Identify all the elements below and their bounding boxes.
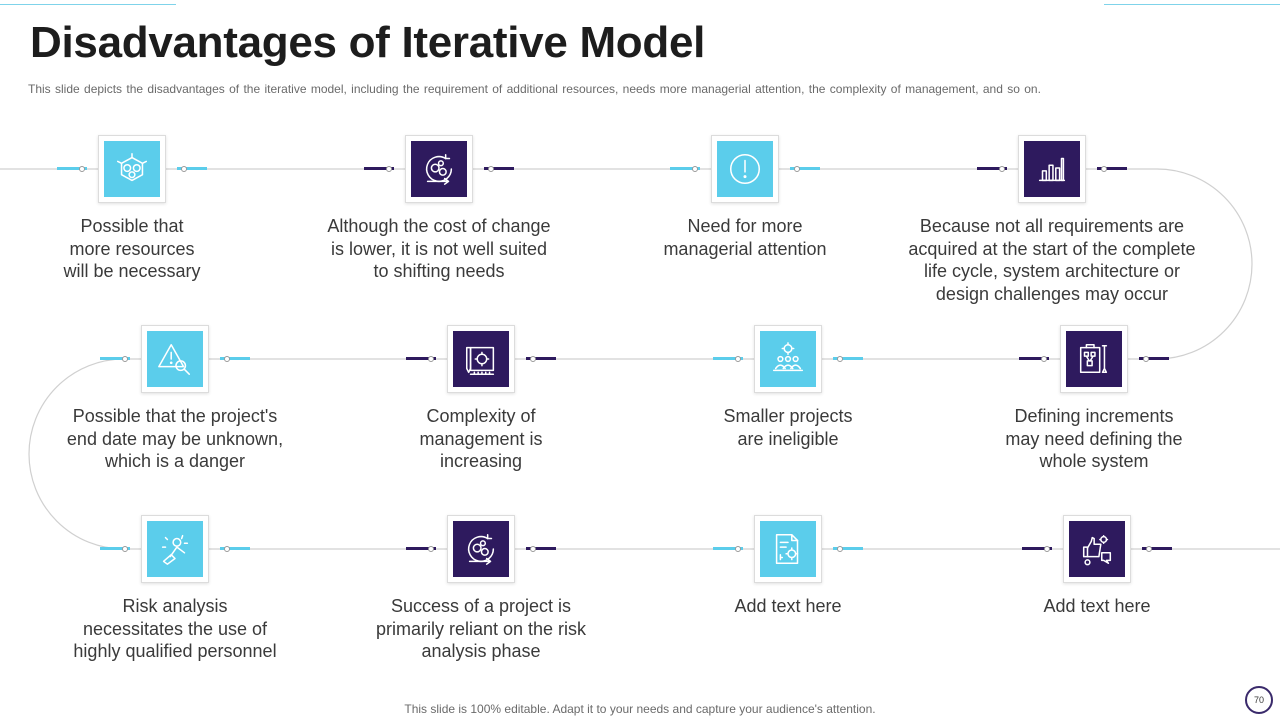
step-label: Defining increments may need defining th… — [1005, 406, 1183, 471]
slide-subtitle: This slide depicts the disadvantages of … — [28, 82, 1041, 96]
connector-dot — [122, 355, 128, 362]
connector-dot — [735, 545, 741, 552]
gears-cube-icon — [113, 150, 151, 188]
connector-dot — [735, 355, 741, 362]
step-label: Although the cost of change is lower, it… — [327, 216, 551, 281]
page-number: 70 — [1253, 695, 1264, 705]
top-accent-line-left — [0, 4, 176, 5]
bar-chart-icon — [1033, 150, 1071, 188]
connector-dot — [1041, 355, 1047, 362]
step-icon-box — [98, 135, 166, 203]
step-label: Possible that more resources will be nec… — [63, 216, 201, 281]
step-label: Smaller projects are ineligible — [723, 406, 853, 449]
step-label: Possible that the project's end date may… — [66, 406, 284, 471]
connector-dot — [223, 355, 230, 362]
connector-dot — [428, 355, 434, 362]
planning-tools-icon — [1075, 340, 1113, 378]
connector-dot — [836, 355, 843, 362]
connector-dot — [428, 545, 434, 552]
step-label: Risk analysis necessitates the use of hi… — [73, 596, 277, 661]
connector-dot — [836, 545, 843, 552]
feedback-icon — [1078, 530, 1116, 568]
slide-title: Disadvantages of Iterative Model — [30, 18, 706, 67]
connector-dot — [793, 165, 800, 172]
connector-dot — [1145, 545, 1152, 552]
step-icon-box — [1063, 515, 1131, 583]
slide-footer: This slide is 100% editable. Adapt it to… — [404, 702, 876, 716]
connector-dot — [180, 165, 187, 172]
step-label: Because not all requirements are acquire… — [908, 216, 1196, 304]
step-icon-box — [447, 515, 515, 583]
connector-dot — [122, 545, 128, 552]
connector-dot — [386, 165, 392, 172]
step-icon-box — [1060, 325, 1128, 393]
connector-dot — [79, 165, 85, 172]
gears-cycle-icon — [462, 530, 500, 568]
step-icon-box — [447, 325, 515, 393]
step-label: Complexity of management is increasing — [419, 406, 543, 471]
exclamation-icon — [726, 150, 764, 188]
connector-dot — [1100, 165, 1107, 172]
risk-search-icon — [156, 340, 194, 378]
page-number-badge: 70 — [1245, 686, 1273, 714]
connector-dot — [529, 545, 536, 552]
gears-cycle-icon — [420, 150, 458, 188]
connector-dot — [487, 165, 494, 172]
connector-dot — [223, 545, 230, 552]
connector-dot — [692, 165, 698, 172]
connector-dot — [529, 355, 536, 362]
step-icon-box — [754, 325, 822, 393]
step-icon-box — [1018, 135, 1086, 203]
step-label: Need for more managerial attention — [663, 216, 827, 259]
step-icon-box — [405, 135, 473, 203]
step-icon-box — [141, 515, 209, 583]
team-gear-icon — [769, 340, 807, 378]
connector-dot — [1142, 355, 1149, 362]
step-label: Add text here — [1043, 596, 1151, 616]
top-accent-line-right — [1104, 4, 1280, 5]
step-label: Add text here — [734, 596, 842, 616]
blueprint-icon — [462, 340, 500, 378]
step-icon-box — [711, 135, 779, 203]
step-label: Success of a project is primarily relian… — [375, 596, 587, 661]
document-gear-icon — [769, 530, 807, 568]
step-icon-box — [141, 325, 209, 393]
connector-dot — [1044, 545, 1050, 552]
step-icon-box — [754, 515, 822, 583]
expert-icon — [156, 530, 194, 568]
connector-dot — [999, 165, 1005, 172]
